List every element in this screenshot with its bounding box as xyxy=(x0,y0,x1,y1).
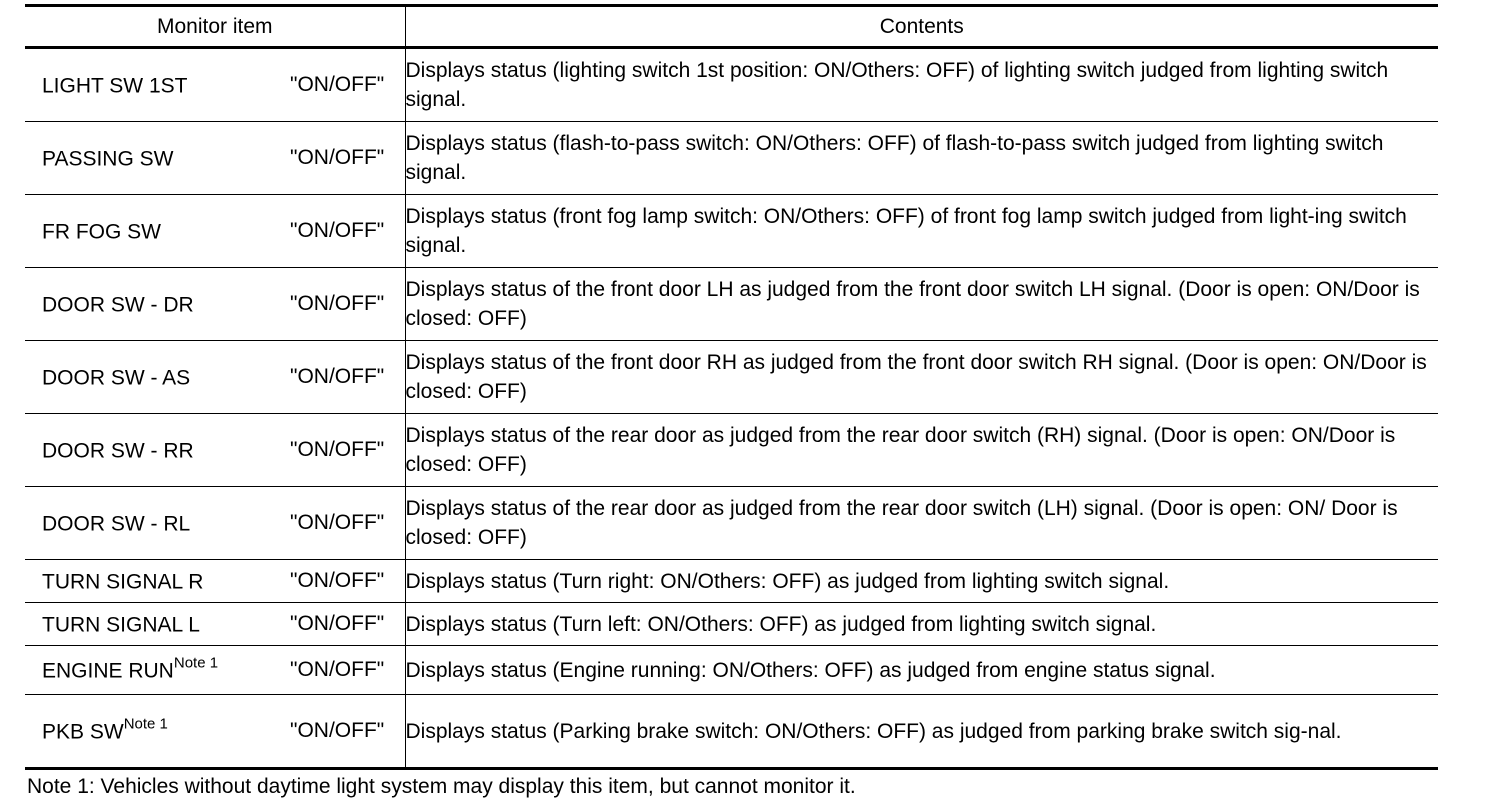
monitor-item-value: "ON/OFF" xyxy=(290,612,385,635)
monitor-item-value: "ON/OFF" xyxy=(290,658,385,681)
monitor-item-name: PKB SWNote 1 xyxy=(42,715,168,744)
contents-cell: Displays status (flash-to-pass switch: O… xyxy=(405,121,1438,195)
contents-cell: Displays status (Turn right: ON/Others: … xyxy=(405,559,1438,603)
monitor-item-cell: DOOR SW - RL "ON/OFF" xyxy=(25,486,406,560)
contents-cell: Displays status (lighting switch 1st pos… xyxy=(405,47,1438,122)
monitor-item-cell: DOOR SW - RR "ON/OFF" xyxy=(25,413,406,487)
table-row: DOOR SW - DR "ON/OFF" Displays status of… xyxy=(25,267,1438,341)
monitor-item-value: "ON/OFF" xyxy=(290,146,385,169)
table-row: PKB SWNote 1 "ON/OFF" Displays status (P… xyxy=(25,694,1438,769)
monitor-item-cell: LIGHT SW 1ST "ON/OFF" xyxy=(25,47,406,122)
contents-cell: Displays status (Parking brake switch: O… xyxy=(405,719,1342,743)
monitor-item-name: TURN SIGNAL L xyxy=(42,613,200,637)
monitor-item-cell: FR FOG SW "ON/OFF" xyxy=(25,194,406,268)
table-row: LIGHT SW 1ST "ON/OFF" Displays status (l… xyxy=(25,47,1438,122)
monitor-item-name: FR FOG SW xyxy=(42,220,161,244)
monitor-item-cell: DOOR SW - DR "ON/OFF" xyxy=(25,267,406,341)
note-ref: Note 1 xyxy=(173,654,219,672)
contents-cell: Displays status of the rear door as judg… xyxy=(405,486,1438,560)
monitor-item-name: DOOR SW - RL xyxy=(42,512,191,536)
monitor-document: Monitor item Contents LIGHT SW 1ST "ON/O… xyxy=(25,4,1438,799)
header-contents: Contents xyxy=(405,5,1438,49)
monitor-item-value: "ON/OFF" xyxy=(290,511,385,534)
monitor-item-cell: TURN SIGNAL R "ON/OFF" xyxy=(25,559,406,603)
monitor-item-name: PASSING SW xyxy=(42,147,174,171)
header-monitor-item: Monitor item xyxy=(25,5,406,49)
monitor-item-name: TURN SIGNAL R xyxy=(42,570,204,594)
monitor-item-name: DOOR SW - DR xyxy=(42,293,194,317)
table-row: DOOR SW - AS "ON/OFF" Displays status of… xyxy=(25,340,1438,414)
monitor-item-value: "ON/OFF" xyxy=(290,569,385,592)
monitor-item-value: "ON/OFF" xyxy=(290,219,385,242)
contents-cell: Displays status of the front door RH as … xyxy=(405,340,1438,414)
monitor-item-value: "ON/OFF" xyxy=(290,438,385,461)
table-header-row: Monitor item Contents xyxy=(25,5,1438,49)
monitor-item-value: "ON/OFF" xyxy=(290,292,385,315)
monitor-item-name: DOOR SW - RR xyxy=(42,439,194,463)
contents-cell: Displays status (Turn left: ON/Others: O… xyxy=(405,602,1438,646)
table-row: TURN SIGNAL L "ON/OFF" Displays status (… xyxy=(25,602,1438,646)
monitor-item-cell: PKB SWNote 1 "ON/OFF" xyxy=(25,694,406,769)
table-row: DOOR SW - RL "ON/OFF" Displays status of… xyxy=(25,486,1438,560)
contents-cell: Displays status of the front door LH as … xyxy=(405,267,1438,341)
monitor-item-cell: DOOR SW - AS "ON/OFF" xyxy=(25,340,406,414)
contents-cell: Displays status (Engine running: ON/Othe… xyxy=(405,645,1438,695)
monitor-item-table: Monitor item Contents LIGHT SW 1ST "ON/O… xyxy=(25,4,1438,770)
table-row: PASSING SW "ON/OFF" Displays status (fla… xyxy=(25,121,1438,195)
monitor-item-name: DOOR SW - AS xyxy=(42,366,191,390)
table-row: DOOR SW - RR "ON/OFF" Displays status of… xyxy=(25,413,1438,487)
monitor-item-cell: PASSING SW "ON/OFF" xyxy=(25,121,406,195)
monitor-item-name: LIGHT SW 1ST xyxy=(42,74,188,98)
monitor-item-value: "ON/OFF" xyxy=(290,365,385,388)
monitor-item-value: "ON/OFF" xyxy=(290,73,385,96)
table-row: FR FOG SW "ON/OFF" Displays status (fron… xyxy=(25,194,1438,268)
monitor-item-cell: TURN SIGNAL L "ON/OFF" xyxy=(25,602,406,646)
contents-cell: Displays status (front fog lamp switch: … xyxy=(405,194,1438,268)
monitor-item-cell: ENGINE RUNNote 1 "ON/OFF" xyxy=(25,645,406,695)
table-row: TURN SIGNAL R "ON/OFF" Displays status (… xyxy=(25,559,1438,603)
note-ref: Note 1 xyxy=(123,715,168,733)
monitor-item-value: "ON/OFF" xyxy=(290,719,385,742)
monitor-item-name: ENGINE RUNNote 1 xyxy=(42,654,219,683)
table-row: ENGINE RUNNote 1 "ON/OFF" Displays statu… xyxy=(25,645,1438,695)
footnote: Note 1: Vehicles without daytime light s… xyxy=(27,775,856,798)
contents-cell: Displays status of the rear door as judg… xyxy=(405,413,1438,487)
